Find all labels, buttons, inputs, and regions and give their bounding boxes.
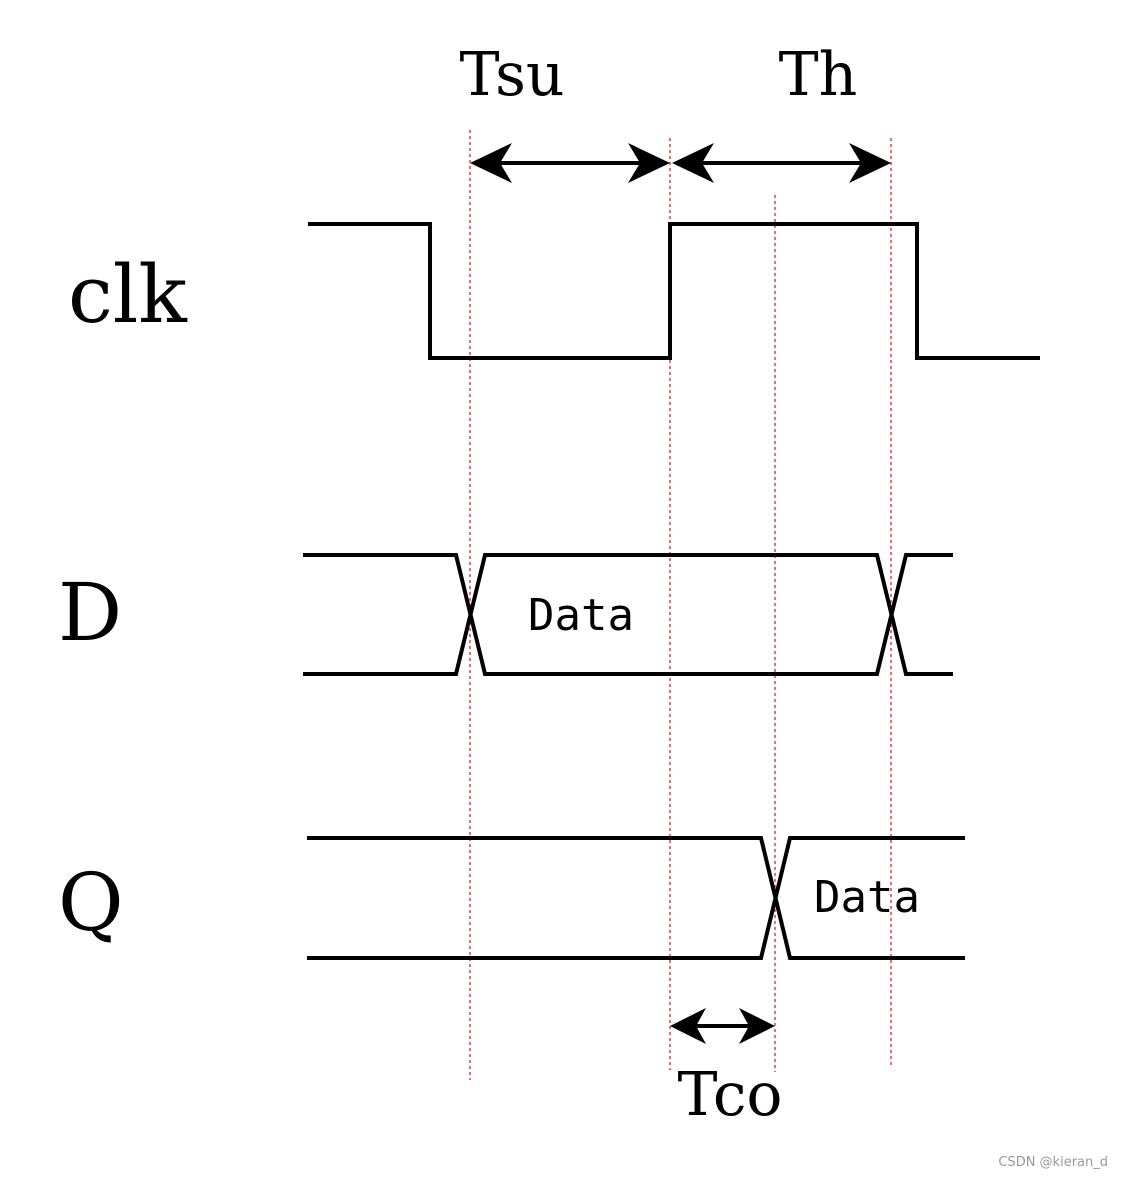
q-waveform (307, 836, 965, 960)
q-signal-label: Q (58, 856, 124, 949)
d-signal-label: D (58, 566, 122, 659)
tco-arrow (670, 1008, 775, 1044)
tco-label: Tco (677, 1060, 782, 1130)
th-arrow (672, 143, 891, 183)
th-label: Th (779, 40, 858, 110)
watermark-text: CSDN @kieran_d (998, 1155, 1108, 1170)
d-data-label: Data (528, 590, 634, 641)
tsu-arrow (470, 143, 670, 183)
tsu-label: Tsu (459, 40, 564, 110)
clk-signal-label: clk (68, 248, 188, 341)
q-data-label: Data (814, 872, 920, 923)
d-waveform (303, 553, 953, 676)
clk-waveform (308, 222, 1040, 360)
